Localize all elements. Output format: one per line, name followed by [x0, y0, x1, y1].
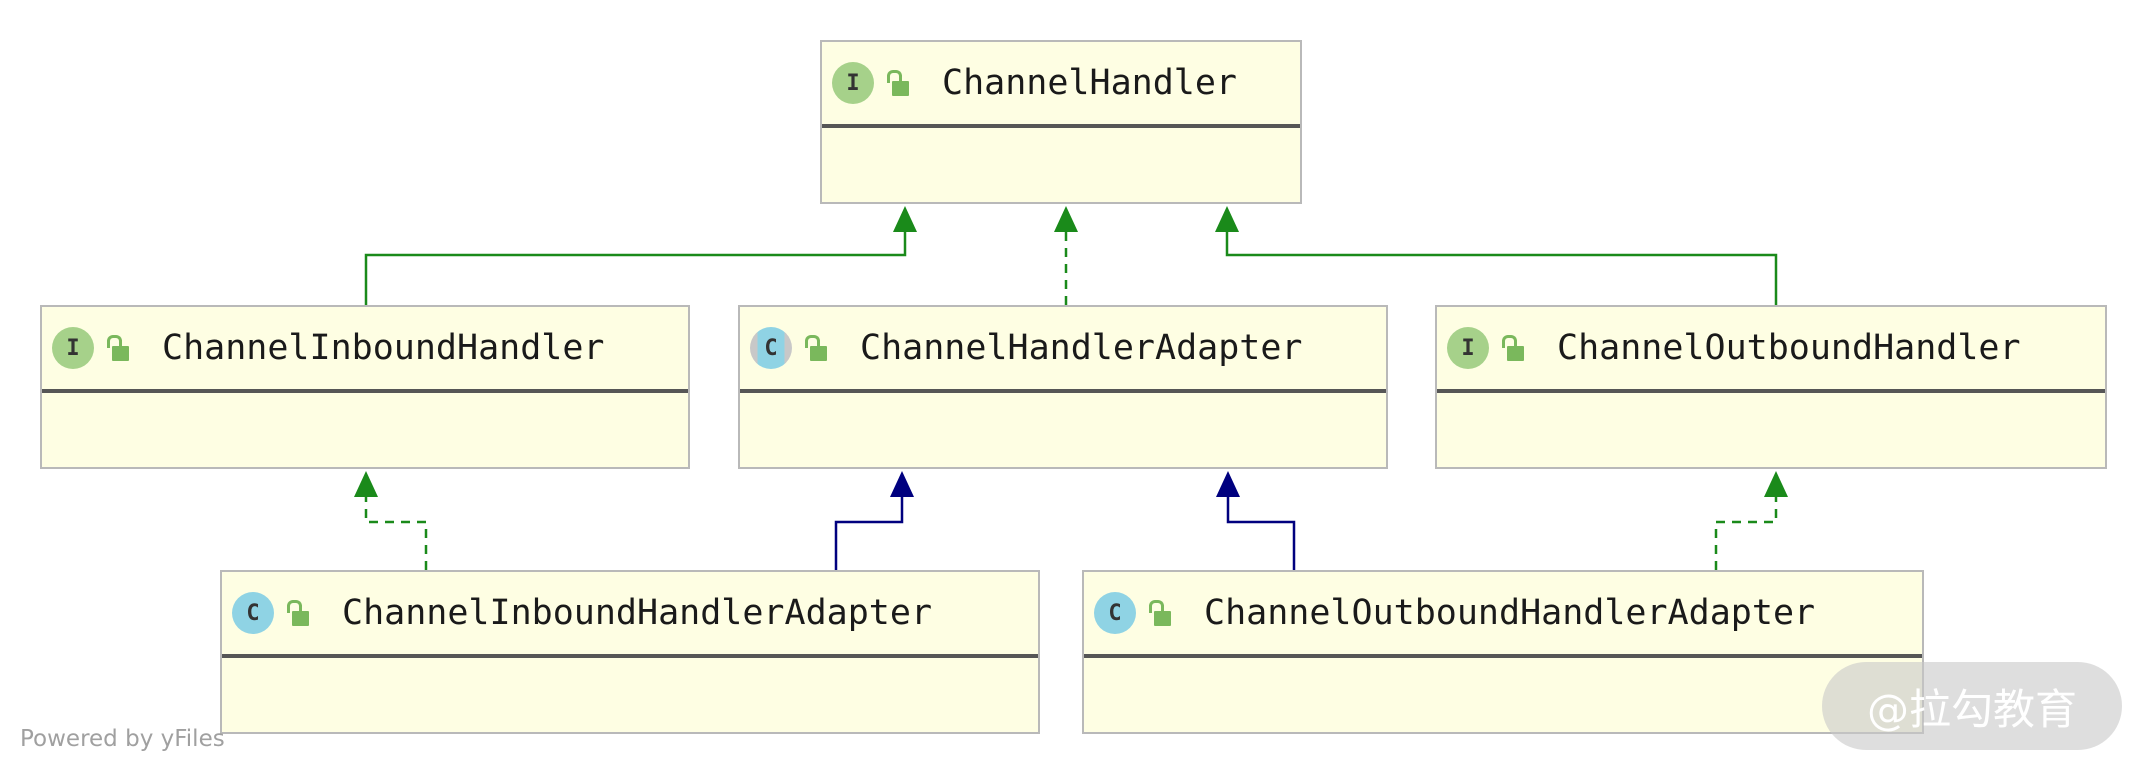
- node-name: ChannelOutboundHandlerAdapter: [1204, 593, 1816, 633]
- node-name: ChannelHandler: [942, 63, 1238, 103]
- unlocked-icon: [106, 334, 130, 362]
- watermark: @拉勾教育: [1822, 662, 2122, 750]
- arrowhead-icon: [893, 206, 917, 232]
- node-name: ChannelInboundHandler: [162, 328, 605, 368]
- powered-by-label: Powered by yFiles: [20, 726, 225, 752]
- arrowhead-icon: [1216, 471, 1240, 497]
- node-name: ChannelInboundHandlerAdapter: [342, 593, 933, 633]
- abstract-class-icon: C: [750, 327, 792, 369]
- node-header: C ChannelInboundHandlerAdapter: [222, 572, 1038, 658]
- node-header: C ChannelHandlerAdapter: [740, 307, 1386, 393]
- edge-channel_outbound_handler-to-channel_handler: [1225, 232, 1778, 305]
- node-header: I ChannelInboundHandler: [42, 307, 688, 393]
- edge-channel_outbound_handler_adapter-to-channel_outbound_handler: [1714, 497, 1778, 570]
- edge-channel_inbound_handler_adapter-to-channel_handler_adapter: [834, 497, 904, 570]
- node-channel-inbound-handler[interactable]: I ChannelInboundHandler: [40, 305, 690, 469]
- interface-icon: I: [52, 327, 94, 369]
- arrowhead-icon: [354, 471, 378, 497]
- edge-channel_inbound_handler_adapter-to-channel_inbound_handler: [364, 497, 428, 570]
- node-channel-inbound-handler-adapter[interactable]: C ChannelInboundHandlerAdapter: [220, 570, 1040, 734]
- node-name: ChannelHandlerAdapter: [860, 328, 1303, 368]
- node-channel-outbound-handler[interactable]: I ChannelOutboundHandler: [1435, 305, 2107, 469]
- arrowhead-icon: [1054, 206, 1078, 232]
- interface-icon: I: [1447, 327, 1489, 369]
- arrowhead-icon: [1215, 206, 1239, 232]
- node-channel-handler[interactable]: I ChannelHandler: [820, 40, 1302, 204]
- class-icon: C: [232, 592, 274, 634]
- node-header: C ChannelOutboundHandlerAdapter: [1084, 572, 1922, 658]
- node-name: ChannelOutboundHandler: [1557, 328, 2021, 368]
- class-icon: C: [1094, 592, 1136, 634]
- node-header: I ChannelHandler: [822, 42, 1300, 128]
- unlocked-icon: [804, 334, 828, 362]
- node-channel-outbound-handler-adapter[interactable]: C ChannelOutboundHandlerAdapter: [1082, 570, 1924, 734]
- node-channel-handler-adapter[interactable]: C ChannelHandlerAdapter: [738, 305, 1388, 469]
- arrowhead-icon: [890, 471, 914, 497]
- arrowhead-icon: [1764, 471, 1788, 497]
- unlocked-icon: [286, 599, 310, 627]
- unlocked-icon: [1148, 599, 1172, 627]
- edge-channel_outbound_handler_adapter-to-channel_handler_adapter: [1226, 497, 1296, 570]
- node-header: I ChannelOutboundHandler: [1437, 307, 2105, 393]
- interface-icon: I: [832, 62, 874, 104]
- unlocked-icon: [886, 69, 910, 97]
- edge-channel_inbound_handler-to-channel_handler: [364, 232, 907, 305]
- unlocked-icon: [1501, 334, 1525, 362]
